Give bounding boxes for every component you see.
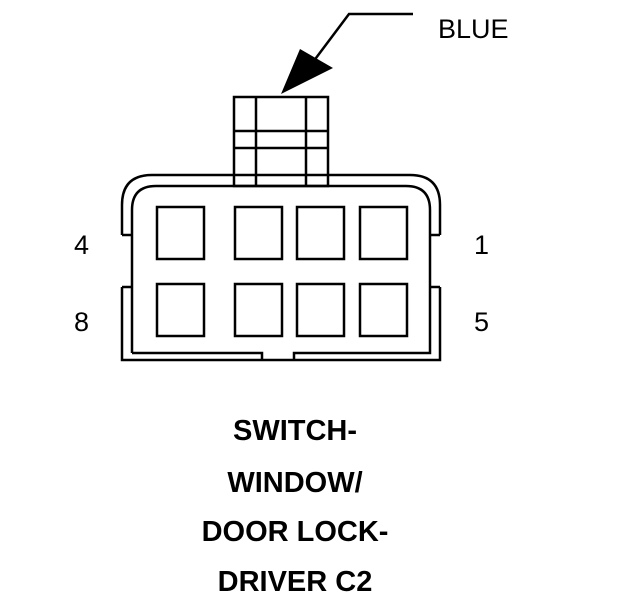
connector-title: SWITCH- WINDOW/ DOOR LOCK- DRIVER C2 (202, 415, 389, 598)
title-line-1: SWITCH- (233, 415, 357, 447)
pin-cavity-4 (155, 205, 206, 261)
connector-lock-tab (232, 95, 330, 188)
pin-cavities-bottom-row (155, 282, 409, 338)
pin-cavity-6 (295, 282, 346, 338)
color-callout-leader (309, 12, 413, 67)
pin-label-top-right: 1 (474, 230, 489, 260)
callout-arrowhead (281, 49, 333, 94)
pin-label-bottom-right: 5 (474, 307, 489, 337)
color-label: BLUE (438, 14, 509, 44)
pin-label-bottom-left: 8 (74, 307, 89, 337)
pin-cavity-2 (295, 205, 346, 261)
pin-cavity-5 (358, 282, 409, 338)
pin-cavity-1 (358, 205, 409, 261)
connector-housing-inner (130, 184, 432, 360)
title-line-3: DOOR LOCK- (202, 516, 389, 548)
pin-cavities-top-row (155, 205, 409, 261)
title-line-2: WINDOW/ (227, 467, 362, 499)
pin-label-top-left: 4 (74, 230, 89, 260)
pin-cavity-8 (155, 282, 206, 338)
title-line-4: DRIVER C2 (218, 566, 373, 598)
pin-cavity-7 (233, 282, 284, 338)
connector-housing-outer (120, 173, 442, 362)
pin-cavity-3 (233, 205, 284, 261)
